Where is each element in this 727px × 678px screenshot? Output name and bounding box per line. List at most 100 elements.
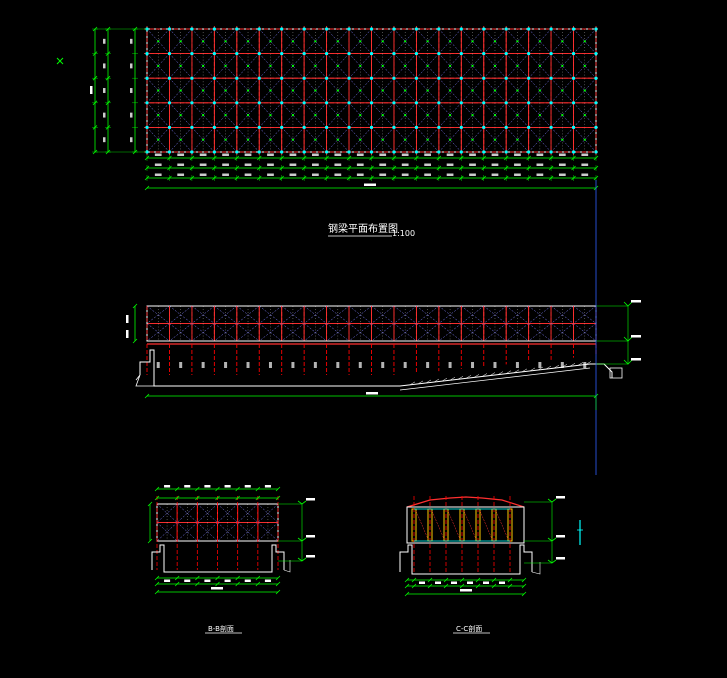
dimension-text-mark <box>356 153 364 156</box>
plan-node <box>167 125 172 129</box>
plan-node <box>549 76 553 80</box>
plan-node <box>145 52 149 56</box>
plan-bay-center <box>426 114 429 117</box>
elevation-height-mark <box>493 362 497 368</box>
dimension-tick <box>507 583 513 589</box>
dimension-tick <box>144 185 150 191</box>
plan-node <box>571 150 576 154</box>
plan-bay-center <box>561 64 564 67</box>
dimension-tick <box>521 577 527 583</box>
level-text-mark <box>556 557 565 560</box>
elevation-end-block <box>609 367 623 379</box>
bay-diagonal <box>146 323 170 342</box>
plan-bay-center <box>359 138 362 141</box>
dimension-tick <box>475 583 481 589</box>
bay-diagonal <box>506 323 529 342</box>
bay-diagonal <box>191 323 215 342</box>
plan-node <box>347 27 351 31</box>
section-c-yellow-column <box>459 508 465 542</box>
dimension-text-mark <box>130 63 133 69</box>
plan-node <box>527 125 531 129</box>
plan-node <box>190 150 194 154</box>
dimension-text-mark <box>224 485 231 488</box>
plan-node <box>459 125 463 129</box>
plan-node <box>145 76 149 80</box>
dimension-tick <box>491 583 497 589</box>
dimension-text-mark <box>334 153 342 156</box>
ramp-hatch <box>441 377 448 382</box>
ramp-hatch <box>545 365 552 370</box>
bay-diagonal <box>191 305 215 324</box>
bay-diagonal <box>528 305 552 324</box>
plan-bay-center <box>561 40 564 43</box>
bay-diagonal <box>217 503 238 523</box>
section-c-yellow-column <box>475 508 481 542</box>
plan-bay-center <box>516 40 519 43</box>
elevation-height-mark <box>560 362 564 368</box>
dimension-tick <box>275 581 281 587</box>
plan-node <box>235 52 239 56</box>
ramp-hatch <box>481 373 488 377</box>
dimension-tick <box>154 495 160 501</box>
plan-node <box>167 101 172 105</box>
plan-bay-center <box>269 89 272 92</box>
plan-bay-center <box>538 114 541 117</box>
plan-bay-center <box>538 64 541 67</box>
plan-bay-center <box>269 64 272 67</box>
plan-node <box>437 101 441 105</box>
plan-bay-center <box>224 138 227 141</box>
bay-diagonal <box>257 522 279 542</box>
section-c-yellow-column <box>427 508 433 542</box>
plan-bay-center <box>471 40 474 43</box>
elevation-height-mark <box>358 362 362 368</box>
plan-node <box>257 125 261 129</box>
plan-bay-center <box>471 138 474 141</box>
dimension-tick <box>255 581 261 587</box>
dimension-text-mark <box>514 173 521 176</box>
plan-node <box>280 150 284 154</box>
level-text-mark <box>306 535 315 538</box>
plan-node <box>325 150 329 154</box>
plan-node <box>167 76 172 80</box>
ramp-hatch <box>505 370 512 374</box>
plan-node <box>302 150 306 154</box>
plan-node <box>369 76 374 80</box>
plan-bay-center <box>157 64 160 67</box>
bay-diagonal <box>197 503 218 523</box>
bay-diagonal <box>257 503 279 523</box>
dimension-text-mark <box>103 112 106 118</box>
dimension-tick <box>195 581 200 587</box>
dimension-text-mark <box>126 330 129 338</box>
section-c-brace <box>447 510 461 540</box>
plan-node <box>437 76 441 80</box>
plan-bay-center <box>179 64 182 67</box>
dimension-text-mark <box>126 315 129 323</box>
plan-bay-center <box>179 138 182 141</box>
plan-node <box>302 76 306 80</box>
plan-node <box>414 101 418 105</box>
dimension-text-mark <box>267 173 274 176</box>
elevation-height-mark <box>403 362 407 368</box>
plan-bay-center <box>381 89 384 92</box>
ramp-hatch <box>569 363 576 367</box>
bay-diagonal <box>237 503 259 523</box>
plan-bay-center <box>493 64 497 67</box>
plan-bay-center <box>246 64 250 67</box>
dimension-text-mark <box>536 163 544 166</box>
dimension-text-mark <box>460 589 472 592</box>
plan-bay-center <box>291 64 295 67</box>
plan-bay-center <box>314 138 317 141</box>
dimension-text-mark <box>222 153 229 156</box>
plan-bay-center <box>516 89 519 92</box>
plan-bay-center <box>269 114 272 117</box>
plan-bay-center <box>336 89 339 92</box>
dimension-text-mark <box>424 153 431 156</box>
dimension-text-mark <box>581 153 589 156</box>
plan-node <box>190 27 194 31</box>
dimension-text-mark <box>184 579 191 582</box>
plan-node <box>302 52 306 56</box>
dimension-text-mark <box>379 153 387 156</box>
bay-diagonal <box>348 305 372 324</box>
dimension-tick <box>491 577 497 583</box>
plan-bay-center <box>404 89 407 92</box>
